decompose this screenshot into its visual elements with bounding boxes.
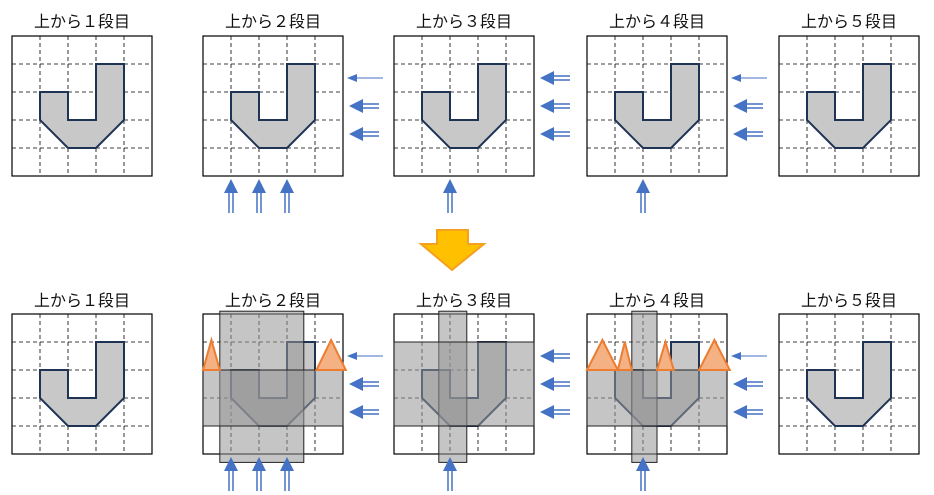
arrow-up-icon [443,179,457,193]
arrow-left-icon [349,377,363,391]
orange-triangle [697,337,732,371]
grid-box [778,35,920,177]
arrow-left-icon [733,127,747,141]
arrow-left-icon [540,377,554,391]
bottom-title-1: 上から１段目 [33,291,130,310]
grid-box [11,313,153,455]
j-shape [39,63,125,149]
arrow-up-icon [280,457,294,471]
j-shape [806,341,892,427]
grid-box [393,35,535,177]
down-arrow-icon [418,229,487,272]
arrow-left-icon [731,352,741,360]
arrow-left-icon [733,99,747,113]
top-title-2: 上から２段目 [224,12,321,31]
arrow-left-icon [349,127,363,141]
arrow-left-icon [731,74,741,82]
arrow-left-icon [347,74,357,82]
top-title-4: 上から４段目 [608,12,705,31]
arrow-left-icon [540,71,554,85]
orange-triangle [585,337,620,371]
arrow-left-icon [349,99,363,113]
arrow-up-icon [443,457,457,471]
arrow-left-icon [347,352,357,360]
top-title-5: 上から５段目 [800,12,897,31]
projection-band [393,341,535,427]
arrow-up-icon [224,457,238,471]
orange-triangle [314,337,348,371]
grid-box [586,35,728,177]
arrow-up-icon [636,179,650,193]
top-title-1: 上から１段目 [33,12,130,31]
bottom-title-4: 上から４段目 [608,291,705,310]
grid-box [778,313,920,455]
arrow-left-icon [733,377,747,391]
bottom-title-5: 上から５段目 [800,291,897,310]
j-shape [806,63,892,149]
grid-box [202,35,344,177]
arrow-up-icon [224,179,238,193]
arrow-left-icon [349,405,363,419]
arrow-left-icon [540,405,554,419]
bottom-title-3: 上から３段目 [415,291,512,310]
orange-triangle [616,341,634,371]
j-shape [39,341,125,427]
j-shape [421,63,507,149]
arrow-left-icon [733,405,747,419]
arrow-left-icon [540,99,554,113]
arrow-left-icon [540,349,554,363]
arrow-left-icon [540,127,554,141]
arrow-up-icon [252,457,266,471]
orange-triangle [655,338,676,371]
orange-triangle [201,336,222,371]
bottom-title-2: 上から２段目 [224,291,321,310]
arrow-up-icon [252,179,266,193]
j-shape [230,63,316,149]
arrow-up-icon [636,457,650,471]
j-shape [614,63,700,149]
grid-box [11,35,153,177]
arrow-up-icon [280,179,294,193]
top-title-3: 上から３段目 [415,12,512,31]
projection-band [586,369,728,427]
projection-band [202,369,344,427]
